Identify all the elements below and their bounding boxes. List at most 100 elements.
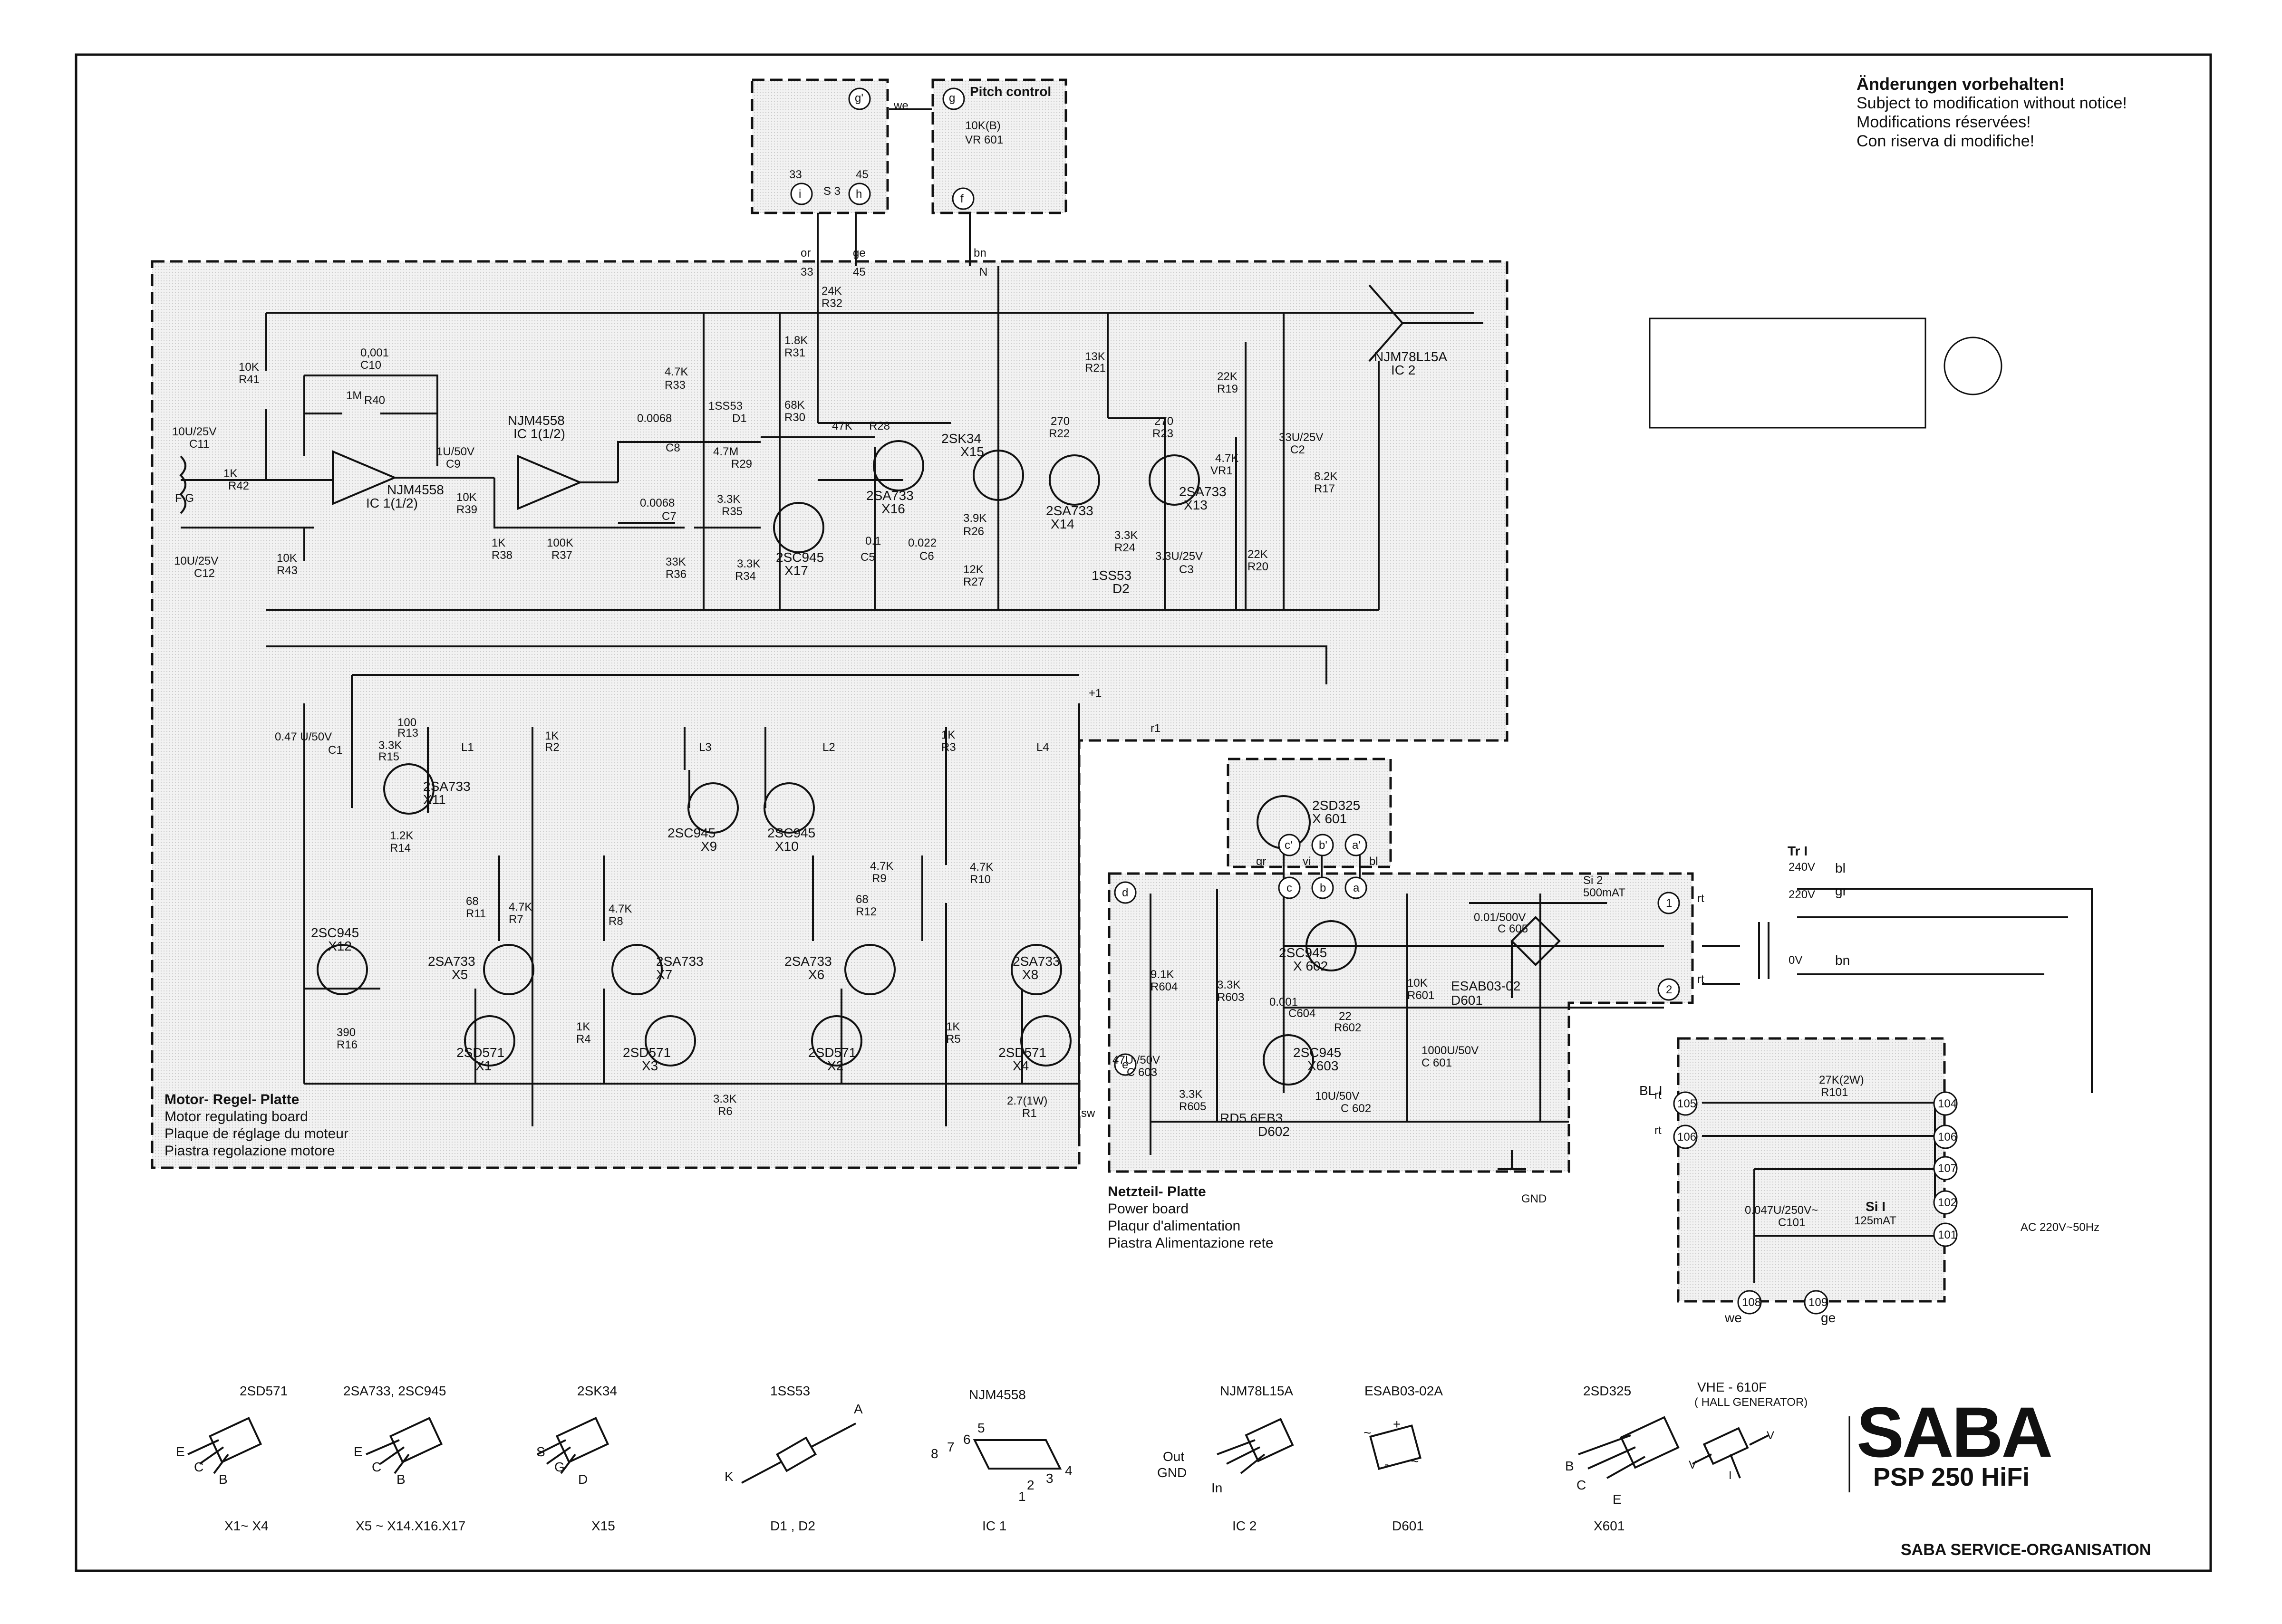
x601-ref: X 601 — [1312, 811, 1347, 826]
x601-board — [1227, 758, 1392, 868]
x14-ref: X14 — [1051, 517, 1074, 531]
x11-part: 2SA733 — [423, 779, 471, 794]
legend-njm78l15a-use: IC 2 — [1232, 1518, 1257, 1533]
power-board-title-de: Netzteil- Platte — [1108, 1184, 1206, 1200]
tr1-ref: Tr I — [1788, 844, 1808, 858]
r36-ref: R36 — [666, 568, 687, 581]
legend-1ss53-use: D1 , D2 — [770, 1518, 815, 1533]
legend-2sd571-pin-c: C — [194, 1460, 204, 1474]
c604-value: 0.001 — [1269, 996, 1298, 1009]
legend-njm78l15a-pin-gnd: GND — [1157, 1465, 1187, 1480]
vr601-value: 10K(B) — [965, 119, 1001, 132]
c602-ref: C 602 — [1341, 1102, 1372, 1115]
service-organisation: SABA SERVICE-ORGANISATION — [1901, 1541, 2151, 1559]
r16-value: 390 — [337, 1026, 356, 1039]
pin-c: c — [1286, 882, 1292, 894]
r7-ref: R7 — [509, 913, 523, 926]
x7-ref: X7 — [656, 967, 673, 982]
x1-ref: X1 — [475, 1058, 492, 1073]
legend-njm4558-pin-5: 5 — [977, 1421, 985, 1435]
r14-ref: R14 — [390, 842, 411, 855]
r5-ref: R5 — [946, 1033, 961, 1046]
r1-ref: R1 — [1022, 1107, 1037, 1120]
r12-value: 68 — [856, 893, 869, 906]
coil-l4: L4 — [1036, 741, 1049, 754]
r21-value: 13K — [1085, 350, 1105, 363]
legend-vhe-pin-v2: V — [1767, 1429, 1775, 1442]
legend-2sa733-use: X5 ~ X14.X16.X17 — [356, 1518, 466, 1533]
pin-104: 104 — [1938, 1097, 1957, 1110]
d602-ref: D602 — [1258, 1124, 1290, 1139]
r17-ref: R17 — [1314, 482, 1335, 495]
r6-value: 3.3K — [713, 1093, 737, 1105]
pin-1: 1 — [1666, 897, 1673, 910]
pin-i: i — [799, 188, 802, 201]
legend-2sd571-pin-b: B — [219, 1472, 228, 1487]
x17-ref: X17 — [784, 563, 808, 578]
r41-value: 10K — [239, 361, 259, 374]
legend-1ss53-pin-k: K — [725, 1469, 734, 1484]
vr1-ref: VR1 — [1210, 464, 1233, 477]
x6-part: 2SA733 — [784, 954, 832, 969]
r2-value: 1K — [545, 730, 559, 742]
legend-esab-pin-plus: + — [1393, 1417, 1401, 1432]
r29-value: 4.7M — [713, 445, 739, 458]
r42-value: 1K — [223, 467, 238, 480]
c8-value: 0.0068 — [637, 412, 672, 425]
speed-33: 33 — [789, 168, 802, 181]
c12-value: 10U/25V — [174, 555, 219, 567]
c603-value: 47U /50V — [1112, 1054, 1160, 1067]
r1-value: 2.7(1W) — [1007, 1095, 1048, 1107]
tap-0v: 0V — [1789, 954, 1803, 967]
power-board-title-fr: Plaqur d'alimentation — [1108, 1218, 1241, 1234]
ic2-part: NJM78L15A — [1374, 349, 1448, 364]
pin-f: f — [960, 192, 964, 205]
d601-part: ESAB03-02 — [1451, 979, 1521, 993]
r19-ref: R19 — [1217, 383, 1238, 395]
r14-value: 1.2K — [390, 829, 414, 842]
r34-value: 3.3K — [737, 557, 761, 570]
pin-c-prime: c' — [1285, 839, 1293, 852]
pitch-control-title: Pitch control — [970, 84, 1052, 99]
wire-gr-x601: gr — [1256, 855, 1267, 868]
wire-ge: ge — [853, 247, 866, 259]
legend-2sk34-use: X15 — [591, 1518, 615, 1533]
c9-ref: C9 — [446, 458, 461, 471]
r13-value: 100 — [397, 716, 417, 729]
node-45: 45 — [853, 266, 866, 279]
legend-2sk34-pin-s: S — [536, 1444, 545, 1459]
pin-106: 106 — [1677, 1131, 1697, 1144]
notice-fr: Modifications réservées! — [1857, 113, 2031, 131]
r9-value: 4.7K — [870, 860, 894, 873]
r30-ref: R30 — [784, 411, 806, 424]
c601-value: 1000U/50V — [1421, 1044, 1479, 1057]
node-33: 33 — [801, 266, 813, 279]
r27-ref: R27 — [963, 576, 985, 588]
legend-2sd325-pin-b: B — [1565, 1459, 1574, 1473]
legend-esab-use: D601 — [1392, 1518, 1424, 1533]
legend-njm4558-pin-4: 4 — [1065, 1463, 1073, 1478]
si1-ref: Si I — [1866, 1199, 1886, 1214]
brand-logo: SABA — [1857, 1392, 2053, 1472]
wire-rt-1: rt — [1697, 892, 1704, 905]
c11-value: 10U/25V — [172, 425, 217, 438]
switch-s3: S 3 — [823, 185, 841, 198]
c9-value: 1U/50V — [436, 445, 475, 458]
r24-ref: R24 — [1114, 541, 1136, 554]
c101-value: 0.047U/250V~ — [1745, 1204, 1818, 1217]
wire-rt-2: rt — [1697, 973, 1704, 986]
r33-ref: R33 — [665, 379, 686, 392]
node-n: N — [979, 266, 988, 279]
d601-ref: D601 — [1451, 993, 1483, 1008]
legend-njm4558: NJM4558 — [969, 1387, 1026, 1402]
c101-ref: C101 — [1778, 1216, 1806, 1229]
x10-part: 2SC945 — [767, 826, 816, 840]
c3-ref: C3 — [1179, 563, 1194, 576]
x7-part: 2SA733 — [656, 954, 704, 969]
r7-value: 4.7K — [509, 901, 532, 913]
c6-ref: C6 — [919, 550, 934, 563]
motor-board-title-de: Motor- Regel- Platte — [164, 1092, 300, 1107]
legend-2sd571-use: X1~ X4 — [224, 1518, 269, 1533]
tap-240v: 240V — [1789, 861, 1816, 874]
legend-2sk34-pin-d: D — [578, 1472, 588, 1487]
